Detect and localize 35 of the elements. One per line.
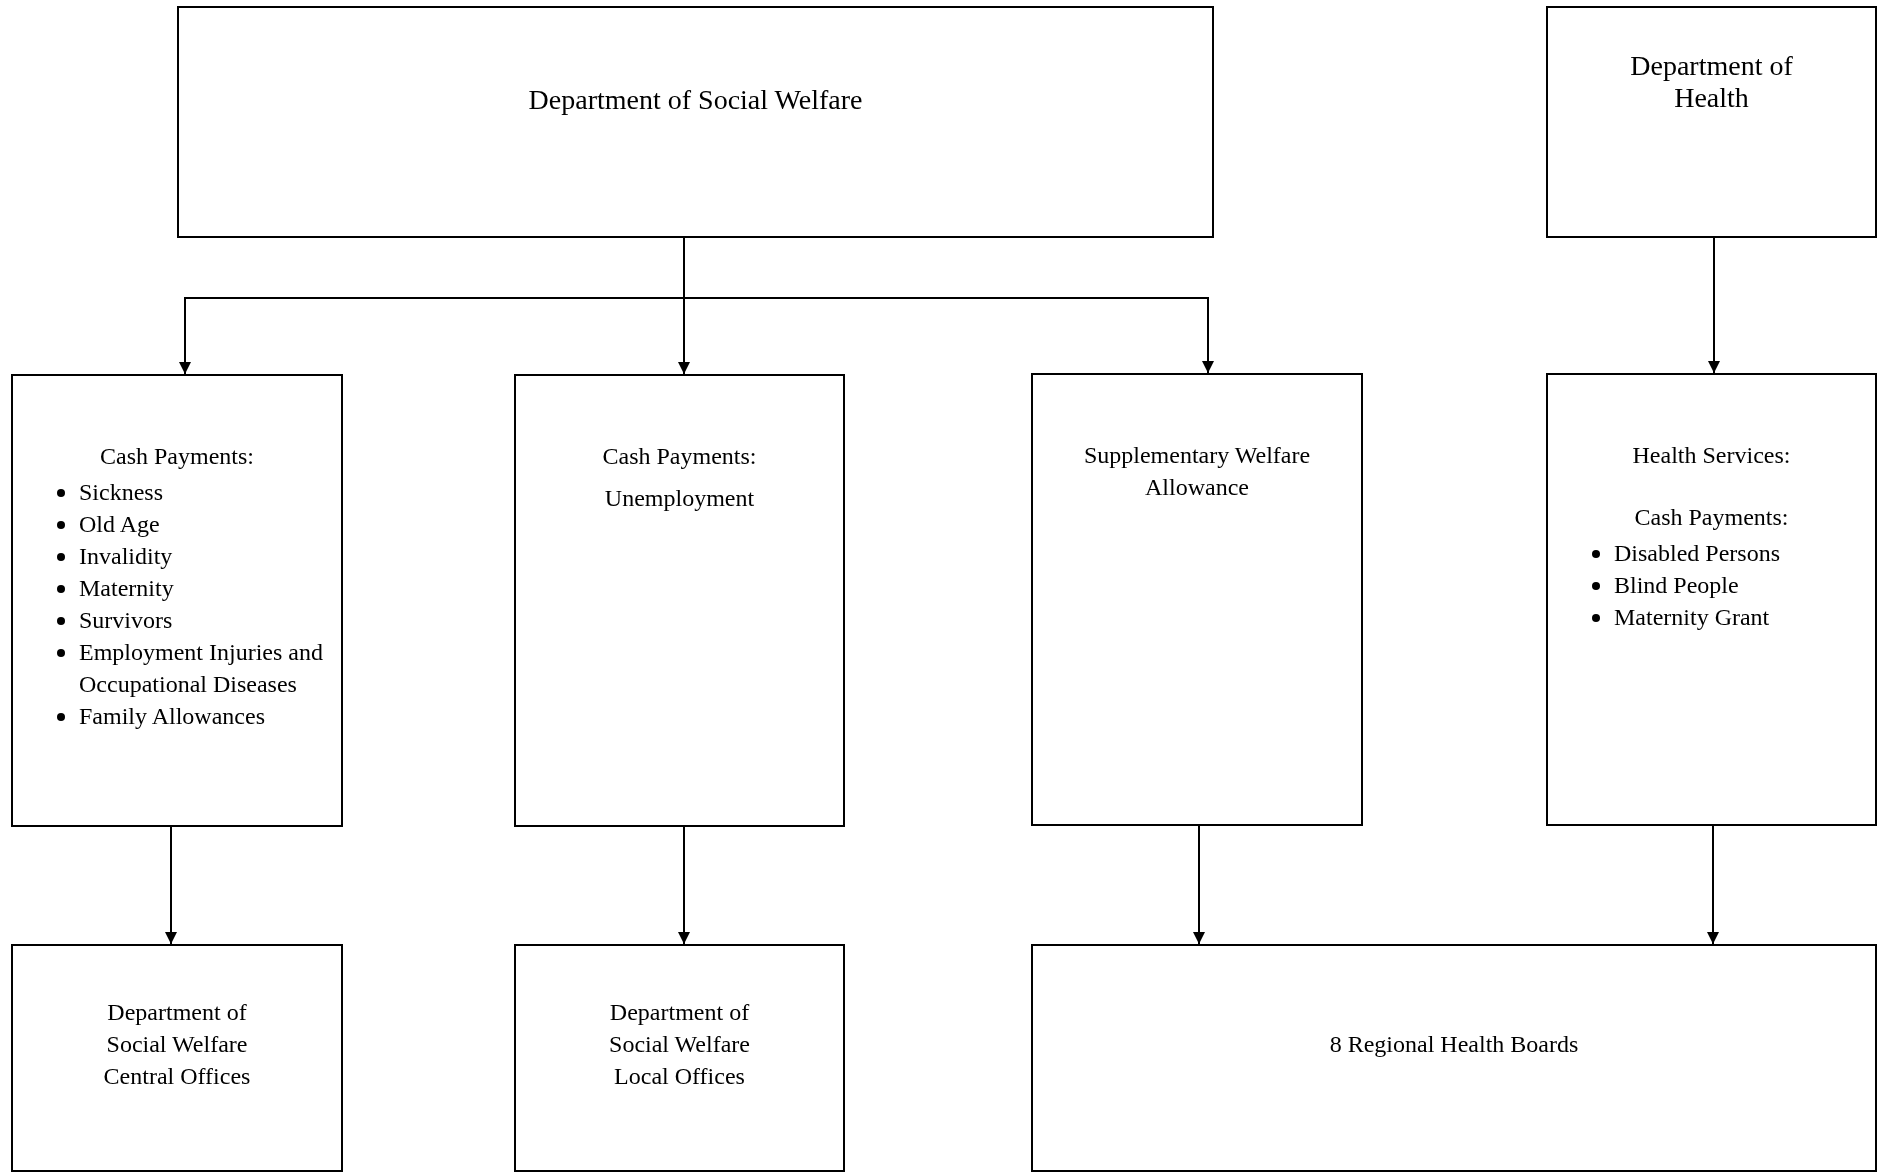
- box-heading: Department of Social Welfare Central Offices: [102, 998, 252, 1091]
- connector-arrow: [1708, 237, 1720, 374]
- org-box: [177, 6, 1214, 238]
- connector-arrow: [1707, 825, 1719, 945]
- org-box: [1031, 373, 1363, 826]
- list-item: Employment Injuries and Occupational Diseases: [79, 638, 324, 699]
- list-item: Family Allowances: [79, 702, 266, 731]
- list-item: Maternity: [79, 574, 175, 603]
- connector-arrow: [165, 826, 177, 945]
- list-item: Invalidity: [79, 542, 174, 571]
- org-box: [1546, 6, 1877, 238]
- box-heading: Health Services:: [1631, 441, 1792, 470]
- box-heading: Cash Payments:: [601, 442, 758, 471]
- org-box: [1031, 944, 1877, 1172]
- org-box: [514, 374, 845, 827]
- box-subheading: Cash Payments:: [1633, 503, 1790, 532]
- connector-arrow: [678, 826, 690, 945]
- box-heading: 8 Regional Health Boards: [1328, 1030, 1580, 1059]
- org-box: [11, 944, 343, 1172]
- org-box: [11, 374, 343, 827]
- box-heading: Supplementary Welfare Allowance: [1082, 441, 1312, 502]
- list-item: Sickness: [79, 478, 164, 507]
- org-box: [1546, 373, 1877, 826]
- box-subheading: Unemployment: [603, 484, 756, 513]
- org-box: [514, 944, 845, 1172]
- list-item: Blind People: [1614, 571, 1740, 600]
- box-heading: Department of Social Welfare: [527, 84, 864, 116]
- list-item: Disabled Persons: [1614, 539, 1781, 568]
- list-item: Maternity Grant: [1614, 603, 1771, 632]
- list-item: Survivors: [79, 606, 174, 635]
- connector-arrow: [1193, 825, 1205, 945]
- list-item: Old Age: [79, 510, 161, 539]
- box-heading: Department of Health: [1629, 50, 1794, 114]
- box-heading: Cash Payments:: [99, 442, 255, 471]
- box-heading: Department of Social Welfare Local Offices: [608, 998, 751, 1091]
